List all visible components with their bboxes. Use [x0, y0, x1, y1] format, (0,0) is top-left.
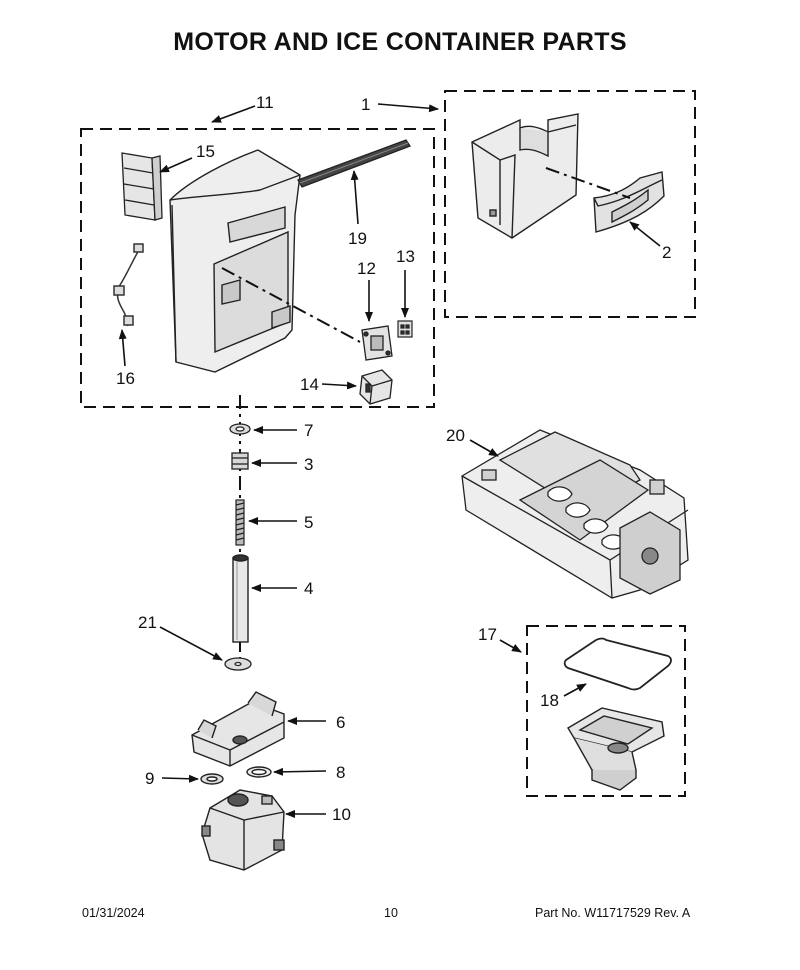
callout-15: 15 — [196, 142, 215, 161]
callout-16: 16 — [116, 369, 135, 388]
footer-part-number: Part No. W11717529 Rev. A — [535, 906, 691, 920]
group-box-11 — [80, 128, 435, 408]
callout-17: 17 — [478, 625, 497, 644]
callout-19: 19 — [348, 229, 367, 248]
callout-10: 10 — [332, 805, 351, 824]
callout-20: 20 — [446, 426, 465, 445]
part-19-strip — [297, 139, 411, 188]
part-2-bracket — [593, 171, 665, 233]
callout-18: 18 — [540, 691, 559, 710]
group-box-1 — [444, 90, 696, 318]
callout-8: 8 — [336, 763, 345, 782]
footer-page-number: 10 — [384, 906, 398, 920]
part-4-tube — [232, 554, 249, 643]
callout-14: 14 — [300, 375, 319, 394]
footer-date: 01/31/2024 — [82, 906, 145, 920]
page-title: MOTOR AND ICE CONTAINER PARTS — [173, 28, 627, 56]
part-20-ice-maker — [461, 429, 689, 599]
part-10-motor — [201, 789, 285, 871]
callout-21: 21 — [138, 613, 157, 632]
callout-5: 5 — [304, 513, 313, 532]
part-8-gasket — [246, 766, 272, 778]
callout-3: 3 — [304, 455, 313, 474]
part-6-motor-bracket — [191, 691, 285, 767]
part-5-threaded-rod — [235, 499, 245, 546]
part-3-coupler — [231, 452, 249, 470]
part-21-disc — [224, 657, 252, 671]
part-18-gasket — [563, 637, 672, 691]
part-15-panel — [121, 152, 163, 221]
callout-2: 2 — [662, 243, 671, 262]
part-1-ice-container — [471, 113, 579, 239]
assembly-line-1 — [545, 167, 631, 199]
part-13-switch — [397, 320, 413, 338]
callout-1: 1 — [361, 95, 370, 114]
part-7-washer — [229, 423, 251, 435]
part-14-solenoid — [359, 369, 393, 405]
group-box-17 — [526, 625, 686, 797]
callout-4: 4 — [304, 579, 313, 598]
part-9-ring — [200, 773, 224, 785]
part-16-wire-harness — [113, 243, 144, 327]
part-12-bracket — [361, 325, 393, 361]
callout-12: 12 — [357, 259, 376, 278]
part-17-base — [567, 707, 665, 791]
callout-9: 9 — [145, 769, 154, 788]
callout-7: 7 — [304, 421, 313, 440]
callout-11: 11 — [256, 93, 274, 112]
callout-13: 13 — [396, 247, 415, 266]
part-11-housing — [169, 149, 301, 373]
callout-6: 6 — [336, 713, 345, 732]
leader-arrows — [118, 103, 661, 818]
